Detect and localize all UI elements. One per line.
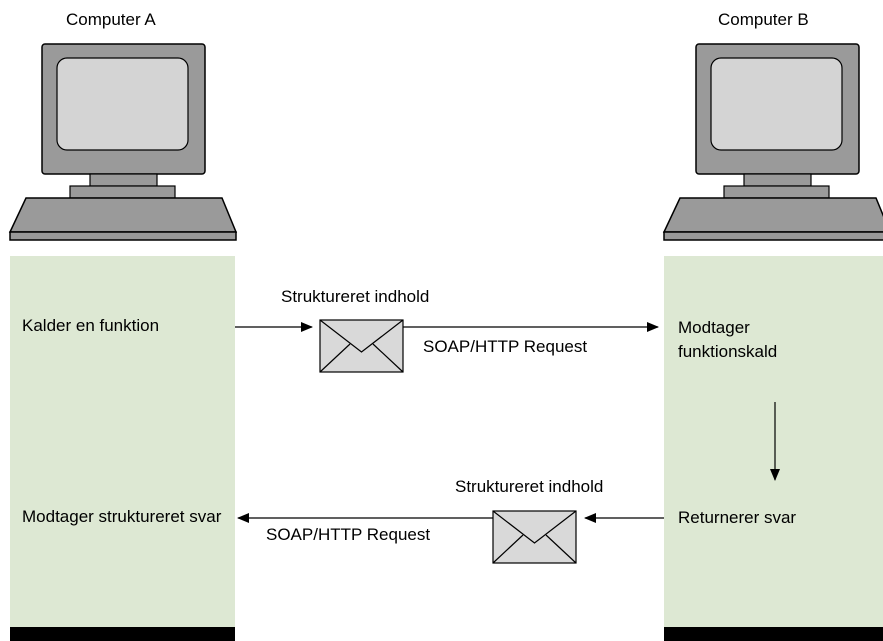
computer-a-column (10, 256, 235, 627)
computer-a-receive-label: Modtager struktureret svar (22, 507, 222, 526)
request-protocol-label: SOAP/HTTP Request (423, 337, 588, 356)
response-envelope-icon (492, 510, 577, 564)
computer-a-call-label: Kalder en funktion (22, 316, 160, 335)
computer-b-column (664, 256, 883, 627)
computer-a-icon (8, 43, 238, 241)
response-protocol-label: SOAP/HTTP Request (266, 525, 431, 544)
computer-a-title: Computer A (66, 10, 156, 29)
computer-b-icon (662, 43, 883, 241)
request-envelope-icon (319, 319, 404, 373)
computer-b-return-label: Returnerer svar (678, 508, 797, 527)
computer-b-title: Computer B (718, 10, 809, 29)
computer-a-column-base (10, 627, 235, 641)
computer-b-column-base (664, 627, 883, 641)
response-envelope-label: Struktureret indhold (455, 477, 604, 496)
computer-b-receive-label-line1: Modtager (678, 318, 750, 337)
request-envelope-label: Struktureret indhold (281, 287, 430, 306)
computer-b-receive-label-line2: funktionskald (678, 342, 778, 361)
